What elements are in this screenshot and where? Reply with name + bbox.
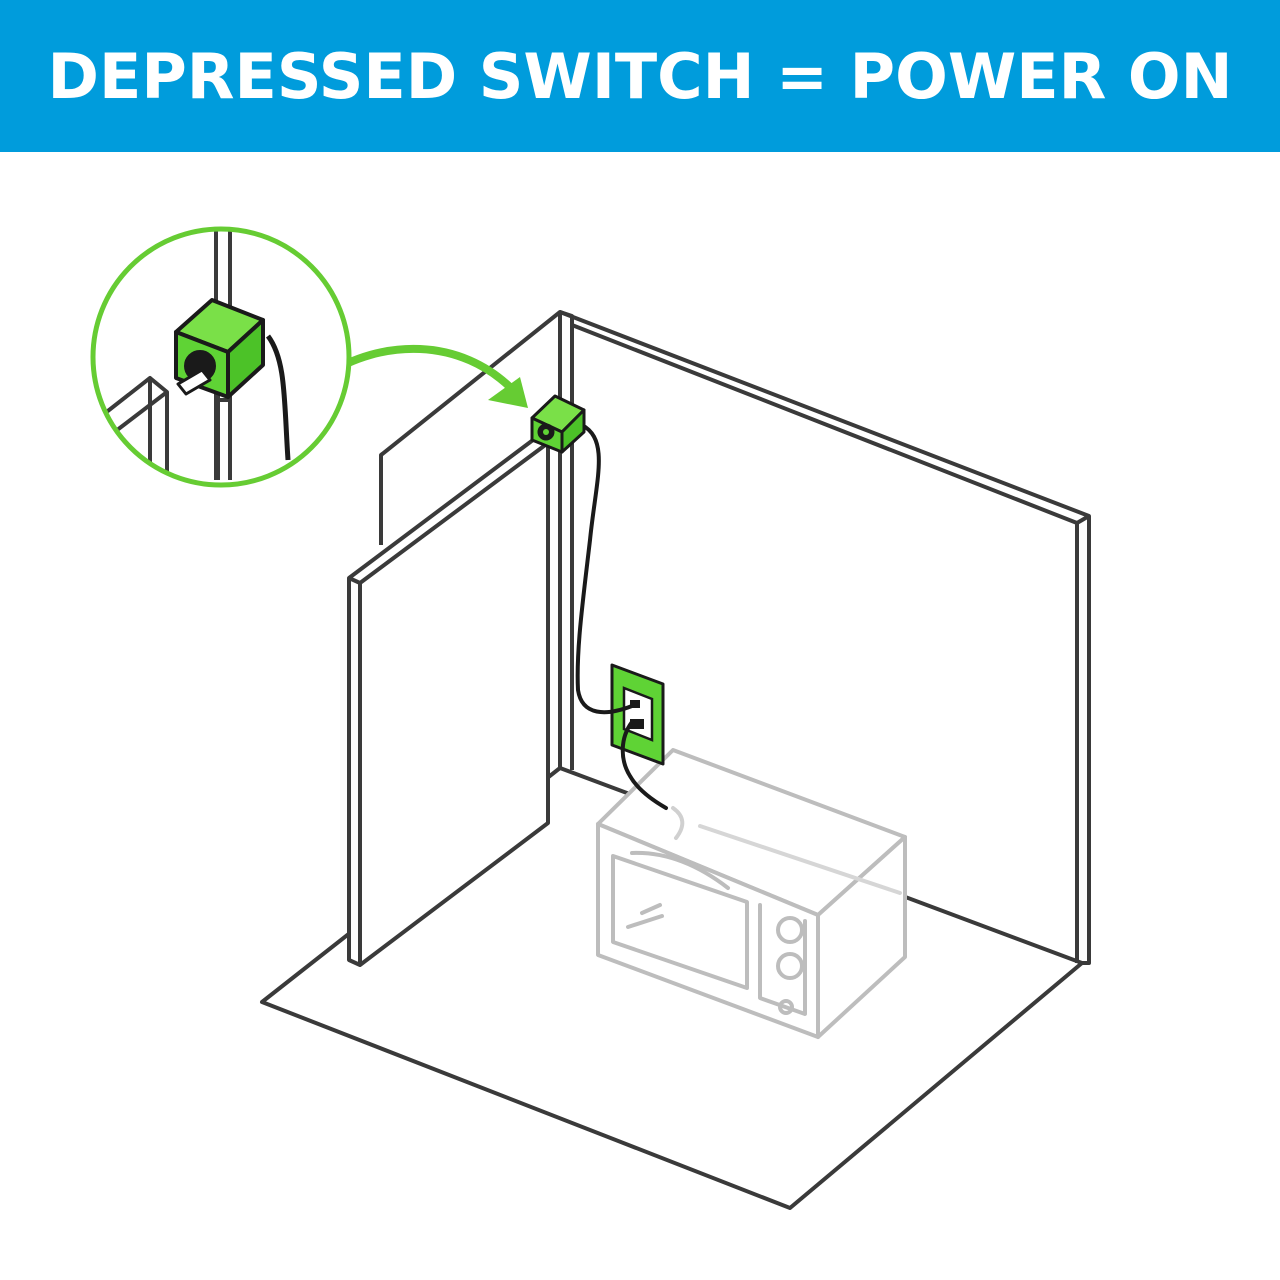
illustration <box>0 152 1280 1280</box>
header-banner: DEPRESSED SWITCH = POWER ON <box>0 0 1280 152</box>
microwave <box>596 748 907 1039</box>
door-switch-closeup <box>174 298 291 461</box>
zoom-callout <box>90 226 352 488</box>
wall-outlet <box>610 663 665 766</box>
cabinet-right-wall <box>559 310 1091 965</box>
power-cord <box>575 423 668 810</box>
door-switch <box>530 394 586 454</box>
curved-arrow-icon <box>322 344 528 408</box>
banner-title: DEPRESSED SWITCH = POWER ON <box>47 39 1233 113</box>
